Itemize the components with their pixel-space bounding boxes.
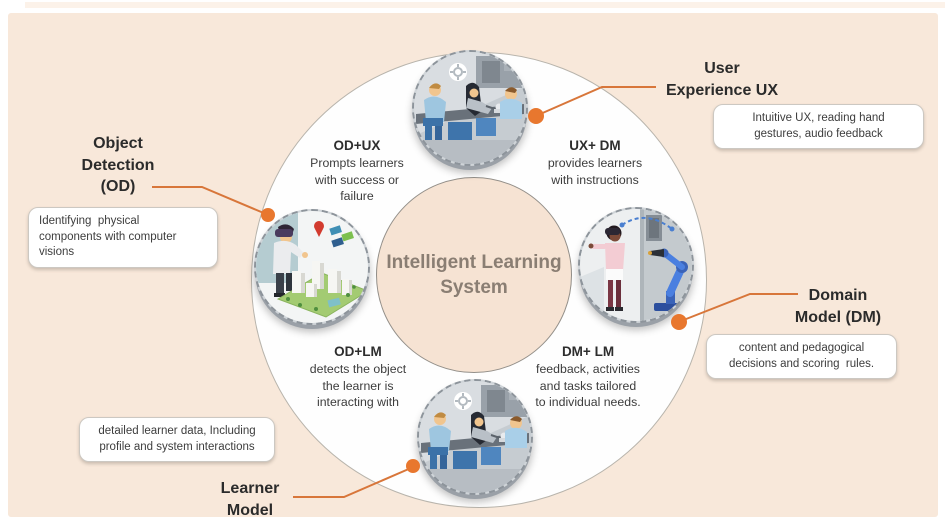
label-line: Detection bbox=[81, 156, 155, 174]
label-line: Experience UX bbox=[665, 81, 779, 99]
diagram-title: Intelligent Learning System bbox=[386, 250, 561, 300]
label-line: User bbox=[704, 60, 740, 77]
segment-line: and tasks tailored bbox=[539, 378, 637, 393]
label-object-detection: Object Detection (OD) bbox=[28, 133, 208, 198]
center-circle: Intelligent Learning System bbox=[376, 177, 572, 373]
note-line: content and pedagogical bbox=[738, 342, 865, 354]
diagram-title-line1: Intelligent Learning bbox=[386, 252, 562, 273]
ring-segment-od-lm: OD+LM detects the object the learner is … bbox=[273, 344, 443, 411]
note-domain-model: content and pedagogical decisions and sc… bbox=[706, 334, 897, 379]
segment-line: failure bbox=[340, 189, 374, 203]
note-learner-model: detailed learner data, Including profile… bbox=[79, 417, 275, 462]
note-line: visions bbox=[39, 246, 75, 258]
segment-line: Prompts learners bbox=[310, 156, 404, 170]
city-model-illustration bbox=[256, 211, 368, 323]
note-line: Identifying physical bbox=[39, 215, 140, 227]
illustration-circle-left bbox=[254, 209, 370, 325]
segment-line: feedback, activities bbox=[536, 362, 640, 376]
note-object-detection: Identifying physical components with com… bbox=[28, 207, 218, 268]
note-line: gestures, audio feedback bbox=[754, 127, 883, 140]
segment-title: OD+LM bbox=[334, 344, 382, 359]
segment-line: to individual needs. bbox=[535, 395, 641, 409]
label-line: Object bbox=[93, 135, 143, 152]
label-line: Model bbox=[226, 501, 274, 519]
label-line: Model (DM) bbox=[794, 308, 882, 326]
segment-title: OD+UX bbox=[333, 138, 381, 153]
ring-segment-od-ux: OD+UX Prompts learners with success or f… bbox=[272, 138, 442, 205]
note-line: Intuitive UX, reading hand bbox=[752, 112, 885, 124]
robot-arm-illustration bbox=[580, 209, 692, 321]
label-line: (OD) bbox=[100, 178, 136, 195]
illustration-circle-right bbox=[578, 207, 694, 323]
segment-title: UX+ DM bbox=[569, 138, 621, 153]
segment-title: DM+ LM bbox=[561, 344, 615, 359]
note-line: components with computer bbox=[39, 230, 177, 243]
diagram-title-line2: System bbox=[440, 277, 508, 298]
note-line: profile and system interactions bbox=[99, 440, 255, 453]
segment-line: with instructions bbox=[551, 172, 639, 187]
illustration-circle-bottom bbox=[417, 379, 533, 495]
segment-line: the learner is bbox=[322, 378, 394, 393]
segment-line: interacting with bbox=[316, 395, 400, 409]
top-strip-decoration bbox=[25, 2, 945, 8]
segment-line: with success or bbox=[314, 172, 400, 187]
label-domain-model: Domain Model (DM) bbox=[748, 285, 928, 328]
illustration-circle-top bbox=[412, 50, 528, 166]
note-line: detailed learner data, Including bbox=[98, 425, 256, 437]
label-learner-model: Learner Model bbox=[160, 478, 340, 521]
note-user-experience: Intuitive UX, reading hand gestures, aud… bbox=[713, 104, 924, 149]
segment-line: provides learners bbox=[547, 156, 643, 170]
segment-line: detects the object bbox=[309, 362, 407, 376]
ring-segment-dm-lm: DM+ LM feedback, activities and tasks ta… bbox=[503, 344, 673, 411]
label-user-experience: User Experience UX bbox=[632, 58, 812, 101]
label-line: Learner bbox=[220, 480, 280, 497]
ring-segment-ux-dm: UX+ DM provides learners with instructio… bbox=[510, 138, 680, 188]
label-line: Domain bbox=[808, 287, 868, 304]
note-line: decisions and scoring rules. bbox=[728, 357, 875, 370]
